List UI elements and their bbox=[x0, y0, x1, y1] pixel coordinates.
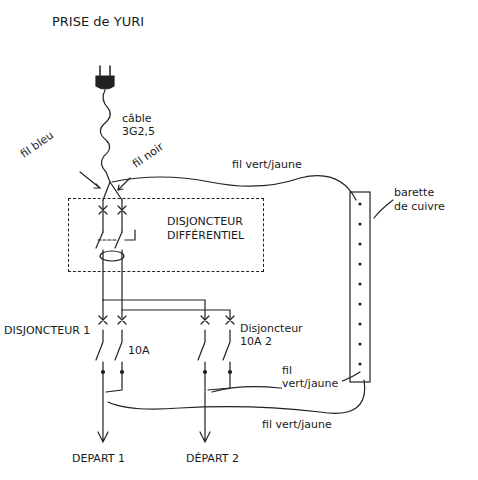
bar-hole bbox=[358, 262, 361, 265]
wire-label: fil vert/jaune bbox=[282, 364, 342, 390]
differential-breaker: DISJONCTEUR DIFFÉRENTIEL bbox=[68, 198, 264, 272]
node-label: DISJONCTEUR DIFFÉRENTIEL bbox=[167, 215, 257, 244]
bar-hole bbox=[358, 342, 361, 345]
wire-label: fil noir bbox=[130, 140, 166, 171]
bar-hole bbox=[358, 222, 361, 225]
departure-label: DÉPART 2 bbox=[186, 452, 239, 465]
bar-hole bbox=[358, 302, 361, 305]
title: PRISE de YURI bbox=[52, 14, 144, 30]
wire-label: fil vert/jaune bbox=[262, 418, 332, 431]
bar-hole bbox=[358, 282, 361, 285]
breaker-label: DISJONCTEUR 1 bbox=[4, 324, 92, 337]
bar-hole bbox=[358, 242, 361, 245]
copper-bar: barette de cuivre bbox=[350, 192, 370, 382]
rating-label: 10A bbox=[128, 344, 158, 357]
node-label: barette de cuivre bbox=[394, 186, 450, 215]
wire-label: fil vert/jaune bbox=[232, 158, 302, 171]
departure-label: DEPART 1 bbox=[72, 452, 125, 465]
bar-hole bbox=[358, 202, 361, 205]
bar-hole bbox=[358, 362, 361, 365]
wire-label: fil bleu bbox=[18, 129, 56, 161]
bar-hole bbox=[358, 322, 361, 325]
cable-label: câble 3G2,5 bbox=[122, 112, 170, 138]
breaker-label: Disjoncteur 10A 2 bbox=[240, 322, 320, 348]
